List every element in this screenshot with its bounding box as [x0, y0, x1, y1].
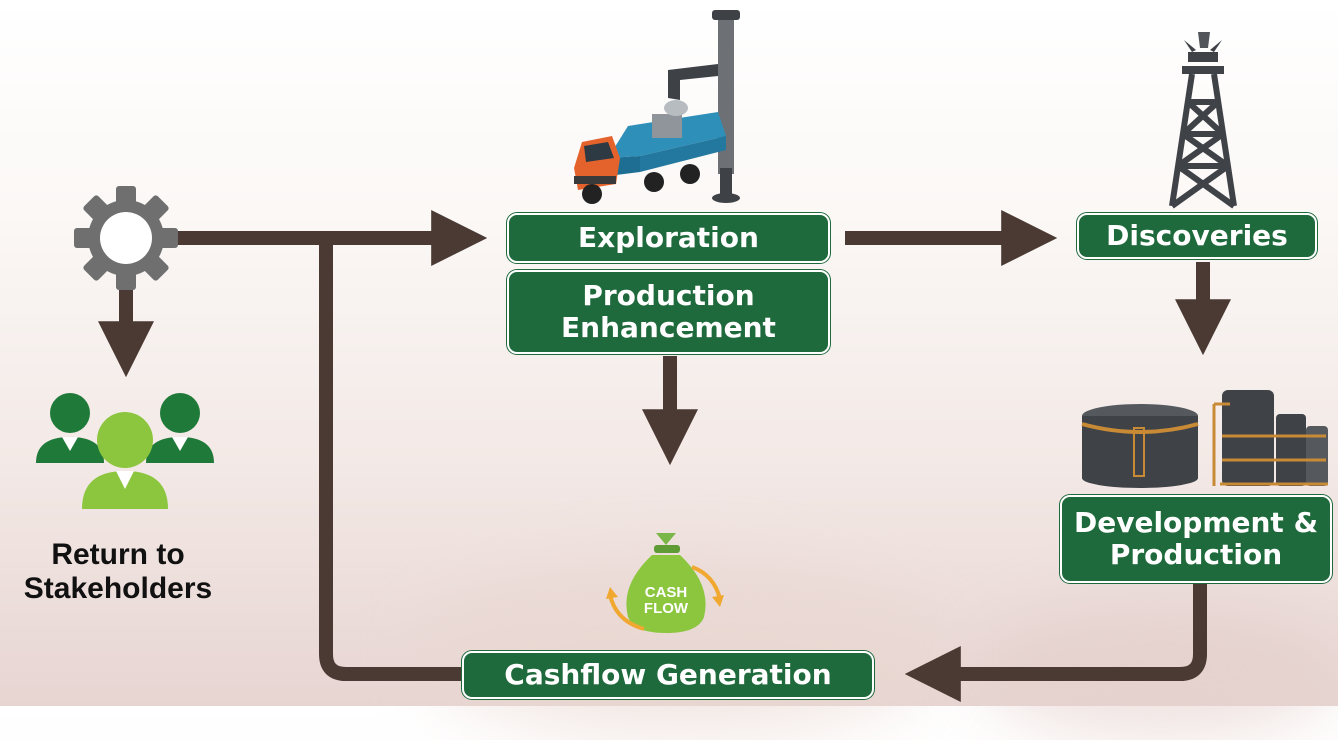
- production-enhancement-line2: Enhancement: [561, 311, 776, 344]
- development-production-box: Development & Production: [1060, 495, 1332, 583]
- flow-arrows: [98, 210, 1231, 702]
- development-production-line1: Development &: [1073, 506, 1318, 539]
- return-to-stakeholders-label: Return to Stakeholders: [8, 538, 228, 606]
- discoveries-box: Discoveries: [1077, 213, 1317, 259]
- oil-rig-icon: [1169, 32, 1237, 209]
- discoveries-label: Discoveries: [1106, 219, 1288, 252]
- development-production-line2: Production: [1109, 538, 1283, 571]
- production-enhancement-line1: Production: [582, 279, 755, 312]
- cashflow-generation-label: Cashflow Generation: [504, 658, 832, 691]
- arrow-development-to-cashflow: [904, 584, 1207, 702]
- stakeholders-line2: Stakeholders: [23, 572, 213, 605]
- stakeholders-people-icon: [36, 393, 214, 509]
- production-enhancement-box: Production Enhancement: [507, 270, 830, 354]
- gear-icon: [74, 186, 178, 290]
- arrow-cashflow-loop: [319, 238, 462, 681]
- storage-tanks-icon: [1081, 390, 1328, 488]
- money-bag-text-flow: FLOW: [644, 600, 689, 617]
- cashflow-generation-box: Cashflow Generation: [462, 651, 874, 699]
- stakeholders-line1: Return to: [51, 538, 185, 571]
- flow-diagram: Return to Stakeholders: [8, 10, 1338, 740]
- money-bag-text-cash: CASH: [645, 584, 688, 601]
- drilling-truck-icon: [574, 10, 740, 204]
- exploration-label: Exploration: [578, 221, 759, 254]
- exploration-box: Exploration: [507, 213, 830, 263]
- money-bag-icon: CASH FLOW: [606, 533, 724, 633]
